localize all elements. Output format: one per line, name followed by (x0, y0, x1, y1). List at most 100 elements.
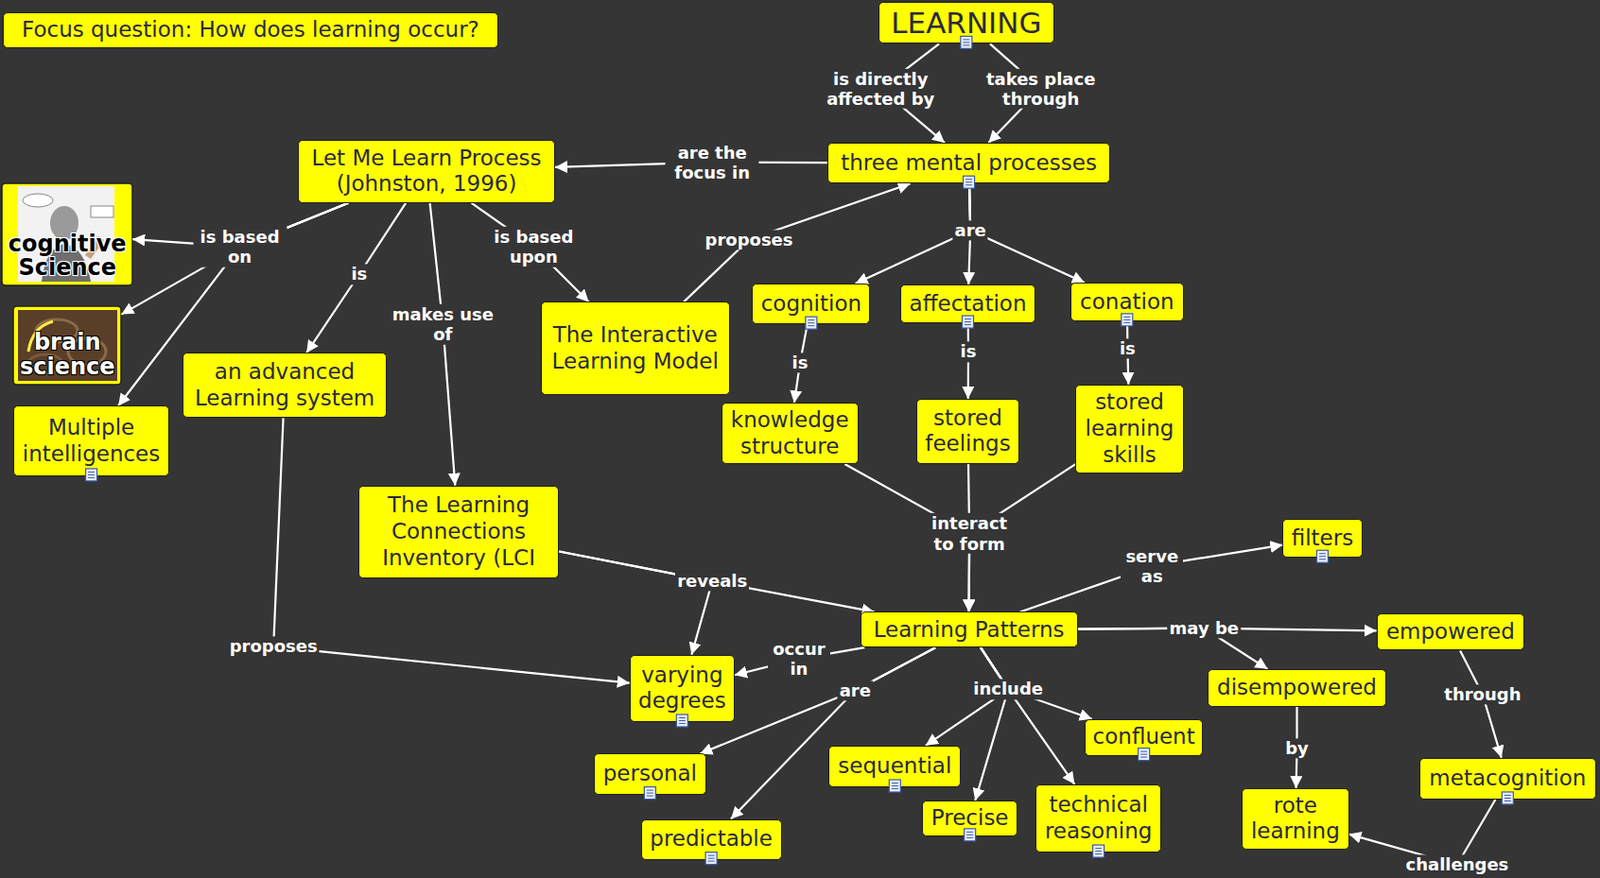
link-phrase: interact to form (922, 513, 1017, 554)
note-icon-line (646, 796, 654, 798)
link-phrase: are the focus in (665, 141, 760, 182)
node-text: confluent (1093, 724, 1196, 751)
link-phrase: by (1283, 738, 1311, 759)
note-icon-line (646, 793, 654, 795)
note-icon-line (891, 788, 899, 790)
node-text: cognitive Science (1, 232, 133, 280)
note-icon (1501, 792, 1514, 805)
cognitive-science-picture (1, 183, 133, 286)
concept-box: Multiple intelligences (13, 405, 170, 476)
concept-box: filters (1282, 519, 1362, 558)
note-icon-line (1123, 316, 1131, 318)
concept-box: affectation (900, 284, 1037, 324)
node-text: Precise (931, 805, 1009, 833)
note-icon (1121, 313, 1133, 327)
concept-box: Let Me Learn Process (Johnston, 1996) (297, 139, 556, 204)
node-text: Let Me Learn Process (Johnston, 1996) (301, 145, 552, 198)
note-icon-line (87, 477, 95, 479)
note-icon-line (962, 44, 970, 46)
link-phrase: makes use of (384, 304, 501, 345)
note-icon (960, 35, 973, 49)
connector (974, 647, 1009, 801)
note-icon-line (965, 181, 973, 183)
note-icon-line (965, 178, 973, 180)
link-phrase: proposes (227, 637, 320, 658)
note-icon-body (705, 852, 717, 866)
note-icon-line (1504, 800, 1512, 802)
note-icon-line (964, 318, 972, 320)
concept-box: empowered (1376, 613, 1525, 652)
link-phrase: is (348, 264, 369, 285)
concept-box: metacognition (1419, 758, 1597, 800)
note-icon (1138, 748, 1150, 762)
note-icon (964, 829, 976, 842)
note-icon-line (962, 41, 970, 43)
note-icon-body (1501, 792, 1514, 805)
concept-box: predictable (641, 819, 783, 861)
note-icon-body (805, 316, 818, 330)
concept-box: confluent (1084, 719, 1203, 757)
note-icon-body (86, 469, 98, 482)
link-phrase: serve as (1120, 546, 1183, 587)
note-icon (676, 714, 688, 728)
note-icon-body (962, 315, 974, 329)
note-icon-line (966, 832, 974, 834)
concept-box: LEARNING (878, 1, 1055, 44)
connector (273, 417, 630, 683)
node-text: stored learning skills (1078, 389, 1180, 469)
node-text: rote learning (1245, 793, 1345, 846)
concept-box: cognition (751, 283, 870, 325)
node-text: empowered (1386, 619, 1515, 646)
note-icon (86, 469, 98, 482)
node-text: Multiple intelligences (17, 415, 166, 468)
link-phrase: include (971, 679, 1045, 700)
concept-box: an advanced Learning system (182, 352, 387, 418)
note-icon-line (1319, 556, 1326, 557)
concept-box: three mental processes (827, 142, 1111, 184)
note-icon-body (963, 175, 975, 189)
note-icon-line (708, 861, 715, 863)
concept-box: technical reasoning (1035, 784, 1162, 853)
link-phrase: is directly affected by (819, 69, 942, 109)
note-icon-line (962, 38, 970, 40)
note-icon-line (807, 319, 815, 321)
node-text: knowledge structure (725, 407, 855, 460)
note-icon-line (1140, 754, 1148, 756)
node-text: an advanced Learning system (186, 359, 383, 412)
note-icon-line (1095, 848, 1102, 850)
link-phrase: may be (1167, 618, 1241, 639)
note-icon (888, 780, 901, 793)
note-icon-body (960, 35, 973, 49)
note-icon-body (1138, 748, 1150, 762)
connector (1020, 545, 1284, 613)
node-text: LEARNING (890, 5, 1042, 41)
note-icon-body (1121, 313, 1133, 327)
note-icon-line (1504, 798, 1512, 800)
note-icon-line (678, 720, 686, 722)
node-text: disempowered (1217, 675, 1377, 702)
note-icon-body (964, 829, 976, 842)
note-icon-line (966, 834, 974, 836)
note-icon-line (708, 858, 715, 860)
node-text: predictable (649, 826, 773, 853)
note-icon (805, 316, 818, 330)
concept-box: knowledge structure (721, 402, 859, 465)
connector (730, 647, 936, 819)
concept-box: The Interactive Learning Model (540, 301, 731, 395)
note-icon-line (708, 855, 715, 857)
link-phrase: occur in (767, 639, 831, 679)
note-icon-line (1140, 757, 1148, 759)
node-text: varying degrees (633, 662, 731, 715)
concept-box: stored learning skills (1075, 384, 1183, 474)
connector (470, 203, 589, 303)
note-icon-line (891, 782, 899, 784)
node-text: three mental processes (840, 150, 1097, 177)
image-concept-box: brain science (13, 306, 122, 385)
link-phrase: is (1117, 338, 1138, 359)
concept-box: Learning Patterns (860, 611, 1079, 648)
link-phrase: are (837, 680, 873, 701)
concept-box: conation (1070, 282, 1184, 322)
node-text: personal (603, 761, 697, 788)
note-icon-line (87, 471, 95, 473)
link-phrase: is based on (192, 226, 287, 267)
